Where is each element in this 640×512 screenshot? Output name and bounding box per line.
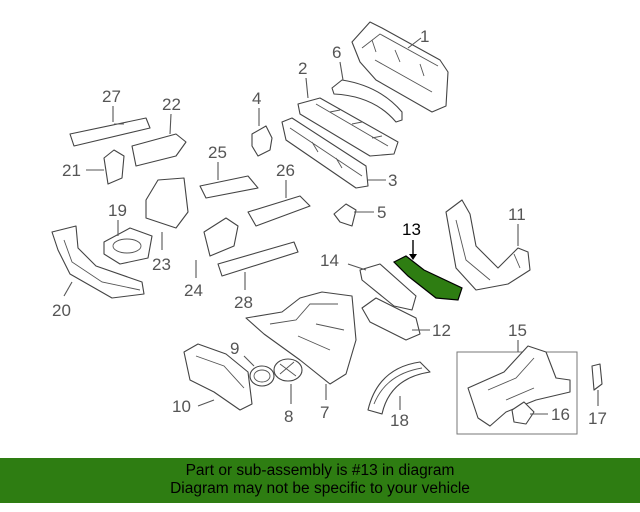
part-28[interactable] — [217, 241, 299, 277]
label-3: 3 — [368, 171, 397, 190]
label-7: 7 — [320, 384, 329, 422]
svg-text:22: 22 — [162, 95, 181, 114]
label-2: 2 — [298, 59, 309, 99]
parts-diagram: 1 6 2 3 4 5 — [51, 21, 607, 435]
part-22[interactable] — [131, 133, 187, 167]
label-19: 19 — [108, 201, 127, 236]
svg-text:24: 24 — [184, 281, 203, 300]
banner-line-1: Part or sub-assembly is #13 in diagram — [185, 462, 455, 479]
part-11[interactable] — [445, 199, 531, 291]
svg-text:4: 4 — [252, 89, 261, 108]
svg-text:7: 7 — [320, 403, 329, 422]
svg-text:3: 3 — [388, 171, 397, 190]
label-10: 10 — [172, 397, 215, 416]
part-23[interactable] — [145, 177, 189, 229]
svg-text:17: 17 — [588, 409, 607, 428]
part-24[interactable] — [203, 217, 239, 257]
label-24: 24 — [184, 260, 203, 300]
part-8[interactable] — [273, 358, 303, 382]
part-17[interactable] — [591, 363, 603, 391]
label-1: 1 — [407, 27, 429, 49]
part-6[interactable] — [331, 79, 403, 123]
label-20: 20 — [52, 281, 73, 320]
svg-text:2: 2 — [298, 59, 307, 78]
svg-text:6: 6 — [332, 43, 341, 62]
label-14: 14 — [320, 251, 367, 271]
part-15[interactable] — [456, 345, 578, 435]
part-25[interactable] — [199, 175, 259, 199]
svg-text:18: 18 — [390, 411, 409, 430]
part-16[interactable] — [511, 401, 535, 425]
part-13[interactable] — [392, 255, 463, 301]
svg-text:26: 26 — [276, 161, 295, 180]
svg-text:23: 23 — [152, 255, 171, 274]
part-18[interactable] — [367, 361, 431, 415]
label-27: 27 — [102, 87, 121, 122]
part-1[interactable] — [351, 21, 449, 113]
svg-text:10: 10 — [172, 397, 191, 416]
banner-line-2: Diagram may not be specific to your vehi… — [170, 480, 470, 497]
svg-text:11: 11 — [508, 205, 526, 224]
svg-text:1: 1 — [420, 27, 429, 46]
svg-text:8: 8 — [284, 407, 293, 426]
part-4[interactable] — [251, 125, 273, 157]
label-5: 5 — [354, 203, 386, 222]
part-10[interactable] — [183, 343, 253, 411]
label-26: 26 — [276, 161, 295, 198]
part-5[interactable] — [333, 203, 357, 227]
svg-text:27: 27 — [102, 87, 121, 106]
label-4: 4 — [252, 89, 261, 126]
svg-text:5: 5 — [377, 203, 386, 222]
label-23: 23 — [152, 232, 171, 274]
label-17: 17 — [588, 390, 607, 428]
svg-text:20: 20 — [52, 301, 71, 320]
part-19[interactable] — [103, 227, 153, 265]
part-2[interactable] — [297, 97, 399, 157]
part-3[interactable] — [281, 117, 369, 189]
svg-text:9: 9 — [230, 339, 239, 358]
label-28: 28 — [234, 272, 253, 312]
part-9[interactable] — [249, 365, 275, 387]
label-22: 22 — [162, 95, 181, 135]
part-27[interactable] — [69, 117, 151, 147]
part-7[interactable] — [245, 291, 357, 385]
part-12[interactable] — [361, 297, 421, 341]
label-11: 11 — [508, 205, 526, 246]
svg-text:21: 21 — [62, 161, 81, 180]
svg-text:25: 25 — [208, 143, 227, 162]
svg-text:19: 19 — [108, 201, 127, 220]
label-12: 12 — [412, 321, 451, 340]
label-13: 13 — [402, 220, 421, 260]
part-26[interactable] — [247, 195, 311, 227]
label-6: 6 — [332, 43, 344, 81]
info-banner: Part or sub-assembly is #13 in diagram D… — [0, 458, 640, 503]
svg-text:13: 13 — [402, 220, 421, 239]
part-21[interactable] — [103, 149, 125, 185]
label-21: 21 — [62, 161, 104, 180]
label-8: 8 — [284, 384, 293, 426]
svg-text:12: 12 — [432, 321, 451, 340]
label-15: 15 — [508, 321, 527, 352]
part-14[interactable] — [359, 263, 417, 311]
svg-text:15: 15 — [508, 321, 527, 340]
svg-text:16: 16 — [551, 405, 570, 424]
label-16: 16 — [530, 405, 570, 424]
part-20[interactable] — [51, 225, 145, 299]
label-18: 18 — [390, 396, 409, 430]
svg-text:28: 28 — [234, 293, 253, 312]
label-9: 9 — [230, 339, 255, 367]
svg-text:14: 14 — [320, 251, 339, 270]
label-25: 25 — [208, 143, 227, 180]
